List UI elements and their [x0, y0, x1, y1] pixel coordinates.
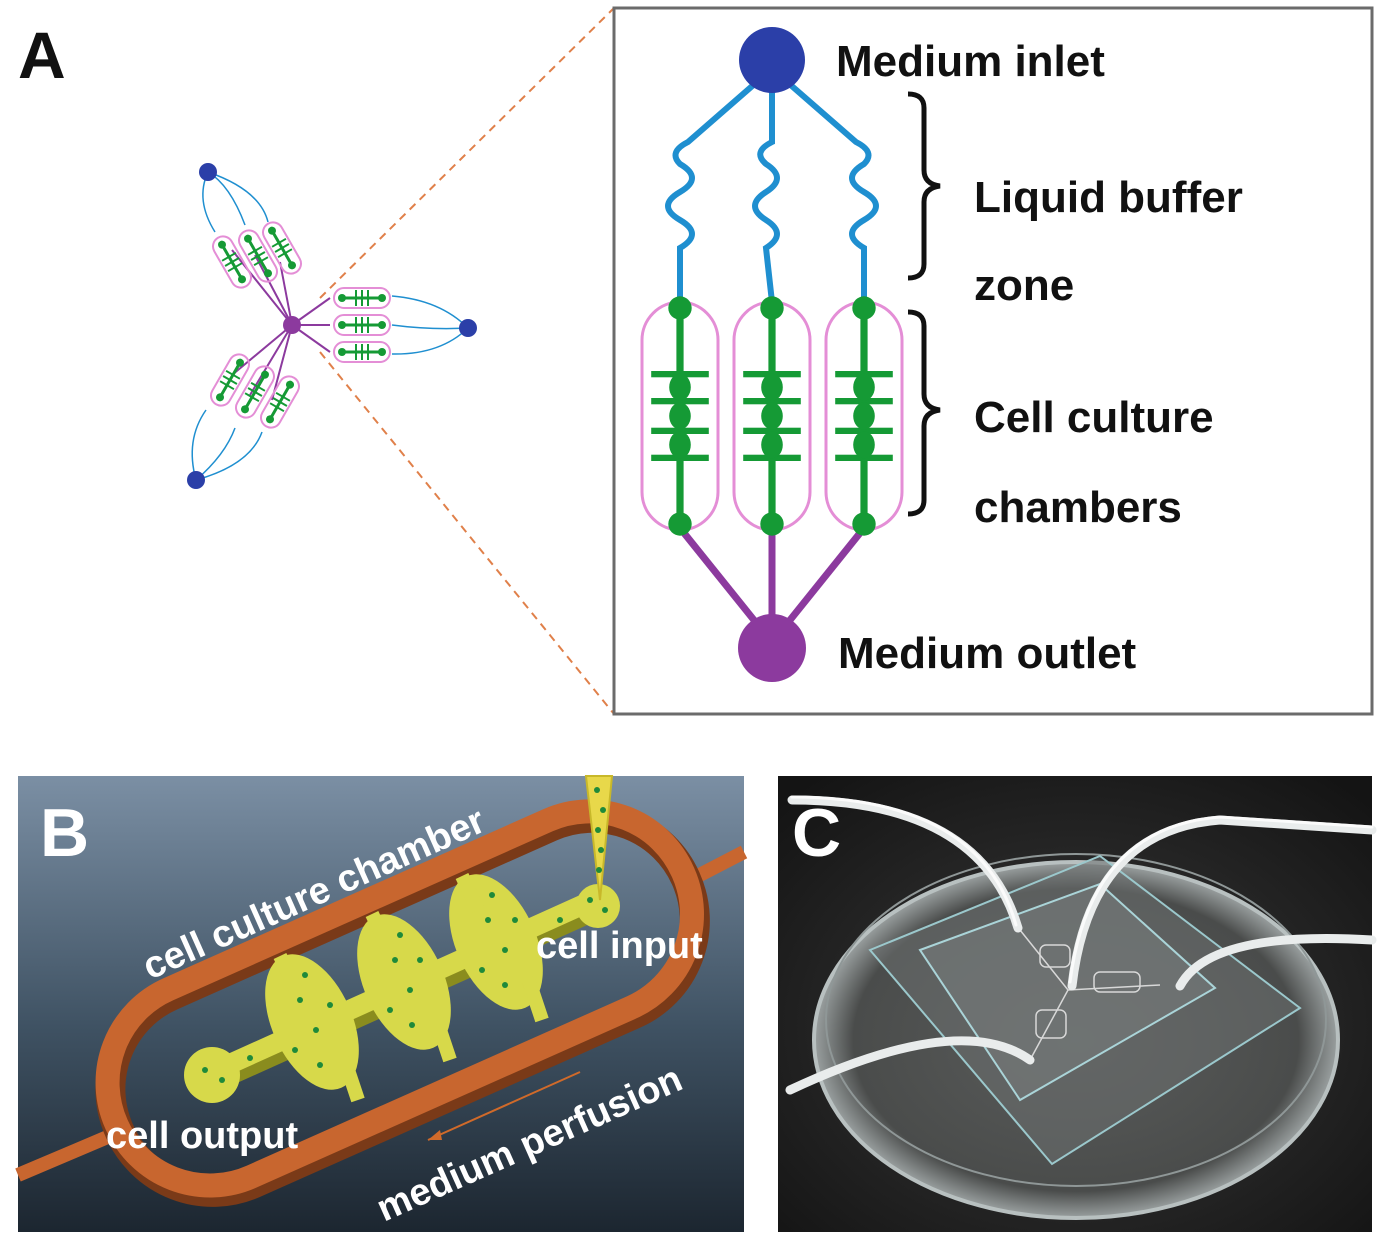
- perfusion-arrow: [427, 1071, 581, 1141]
- buffer-zone-label-line2: zone: [974, 261, 1074, 310]
- chamber-wall-3d: [95, 799, 710, 1207]
- medium-outlet-port: [738, 614, 806, 682]
- cell-pattern-3d: [184, 873, 620, 1103]
- panel-b-letter: B: [40, 795, 89, 871]
- panel-c: C: [778, 776, 1377, 1232]
- panel-b: B cell culture chamber cell input cell o…: [15, 775, 748, 1232]
- zoom-box: [612, 6, 1374, 716]
- chip-pattern: [1019, 929, 1161, 1061]
- medium-outlet-label: Medium outlet: [838, 629, 1137, 678]
- panel-c-letter: C: [792, 795, 841, 871]
- medium-inlet-port: [739, 27, 805, 93]
- buffer-zone-brace: [907, 91, 941, 281]
- buffer-zone-label-line1: Liquid buffer: [974, 173, 1243, 222]
- silicone-tubing: [785, 795, 1377, 1095]
- cell-culture-chamber: [732, 296, 812, 535]
- chamber-label-line2: chambers: [974, 483, 1182, 532]
- cell-culture-chamber: [824, 296, 904, 535]
- buffer-channels: [665, 71, 879, 303]
- panel-a-letter: A: [18, 18, 66, 92]
- device-overview: [187, 163, 477, 489]
- chamber-label-line1: Cell culture: [974, 393, 1214, 442]
- medium-inlet-label: Medium inlet: [836, 37, 1105, 86]
- chamber-brace: [907, 309, 941, 517]
- cell-culture-chamber: [640, 296, 720, 535]
- pipette-tip: [584, 775, 614, 901]
- cell-output-label: cell output: [106, 1115, 298, 1157]
- cell-input-label: cell input: [536, 925, 703, 967]
- zoom-lines: [319, 7, 615, 715]
